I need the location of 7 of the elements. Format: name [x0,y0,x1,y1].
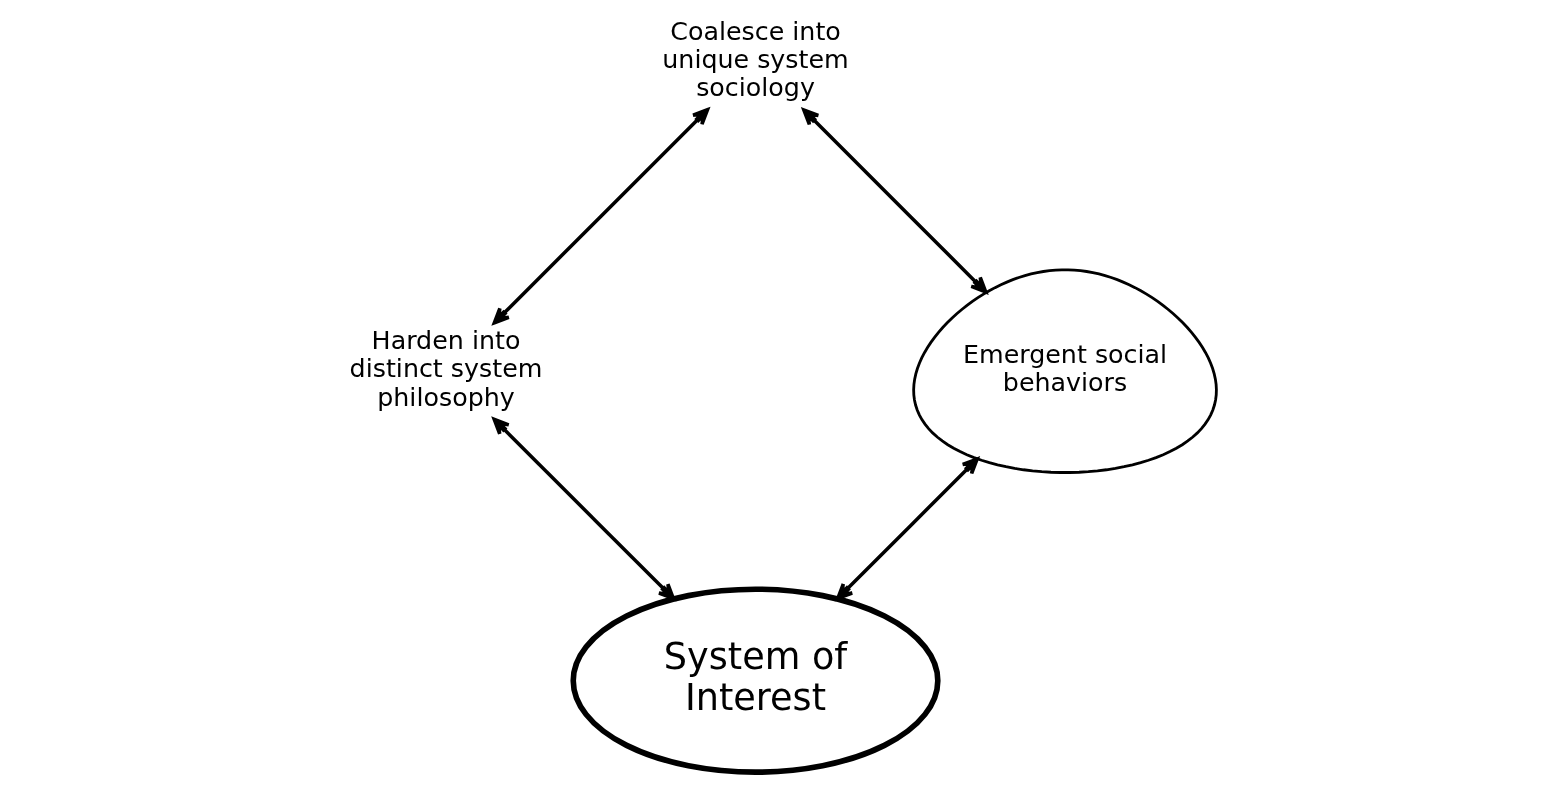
node-text: Coalesce into unique system sociology [661,15,849,103]
node-text: Harden into distinct system philosophy [349,325,542,412]
arrow [801,108,987,294]
arrow [491,417,675,601]
arrow [835,457,979,601]
arrow [492,107,709,325]
node-ellipse: System of Interest [569,586,941,775]
